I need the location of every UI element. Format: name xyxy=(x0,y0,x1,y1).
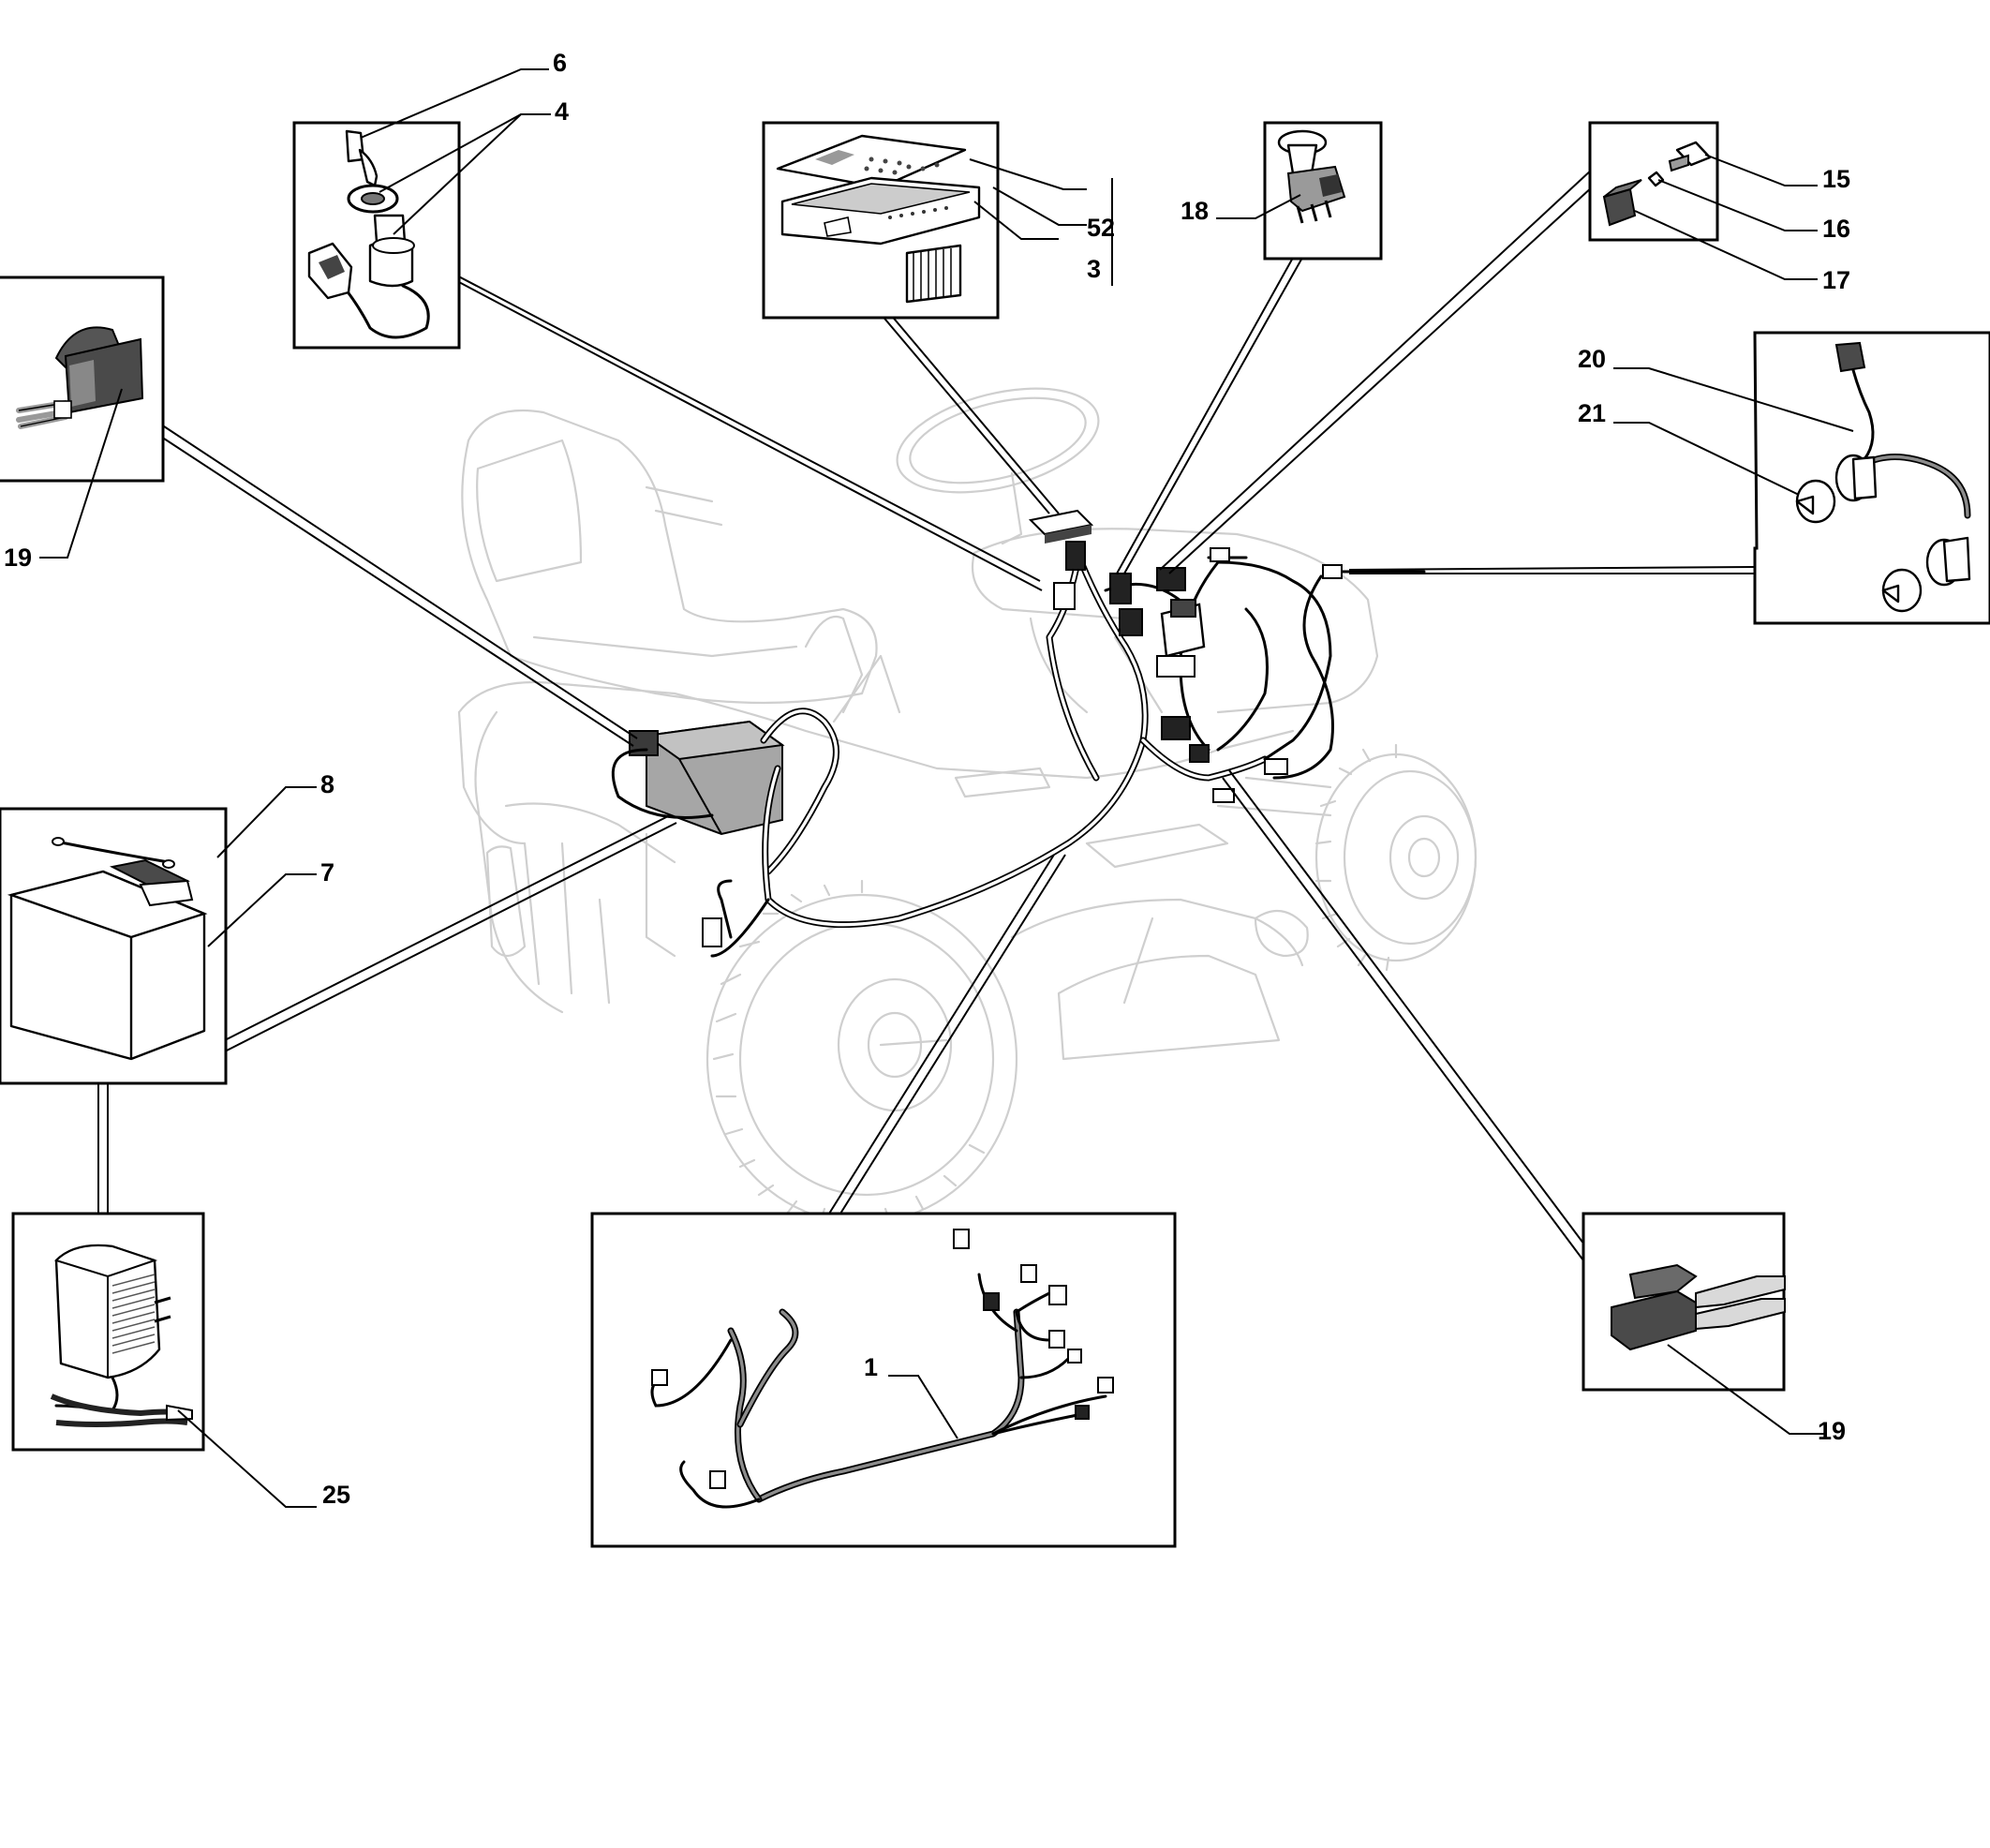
detail-box-charger xyxy=(11,1212,205,1452)
tractor-outline xyxy=(457,387,1478,1230)
callout-4: 4 xyxy=(555,97,569,126)
callout-6: 6 xyxy=(553,49,567,77)
detail-box-pto-switch xyxy=(1263,121,1383,261)
callout-21: 21 xyxy=(1578,399,1606,427)
callout-1: 1 xyxy=(864,1353,878,1381)
callout-labels: 6 4 52 3 18 15 16 17 20 21 19 8 7 25 1 1… xyxy=(4,49,1850,1509)
callout-52: 52 xyxy=(1087,214,1115,242)
callout-19-left: 19 xyxy=(4,544,32,572)
callout-20: 20 xyxy=(1578,345,1606,373)
detail-box-seat-switch xyxy=(0,276,165,483)
tractor-harness xyxy=(611,509,1426,958)
callout-18: 18 xyxy=(1181,197,1209,225)
callout-17: 17 xyxy=(1822,266,1850,294)
callout-16: 16 xyxy=(1822,215,1850,243)
detail-box-switch-right xyxy=(1582,1212,1786,1392)
leader-lines xyxy=(97,168,1756,1261)
detail-box-fuse xyxy=(1588,121,1719,242)
callout-25: 25 xyxy=(322,1481,350,1509)
detail-box-battery xyxy=(0,807,228,1085)
front-tire-tread xyxy=(1314,743,1398,972)
callout-7: 7 xyxy=(320,858,334,887)
callout-leaders xyxy=(39,68,1854,1508)
callout-19-right: 19 xyxy=(1818,1417,1846,1445)
callout-8: 8 xyxy=(320,770,334,798)
detail-box-ignition-key xyxy=(292,121,461,350)
callout-15: 15 xyxy=(1822,165,1850,193)
detail-box-headlights xyxy=(1753,331,1990,625)
detail-box-dashboard xyxy=(762,121,1000,320)
callout-3: 3 xyxy=(1087,255,1101,283)
detail-box-wiring-harness xyxy=(590,1212,1177,1548)
